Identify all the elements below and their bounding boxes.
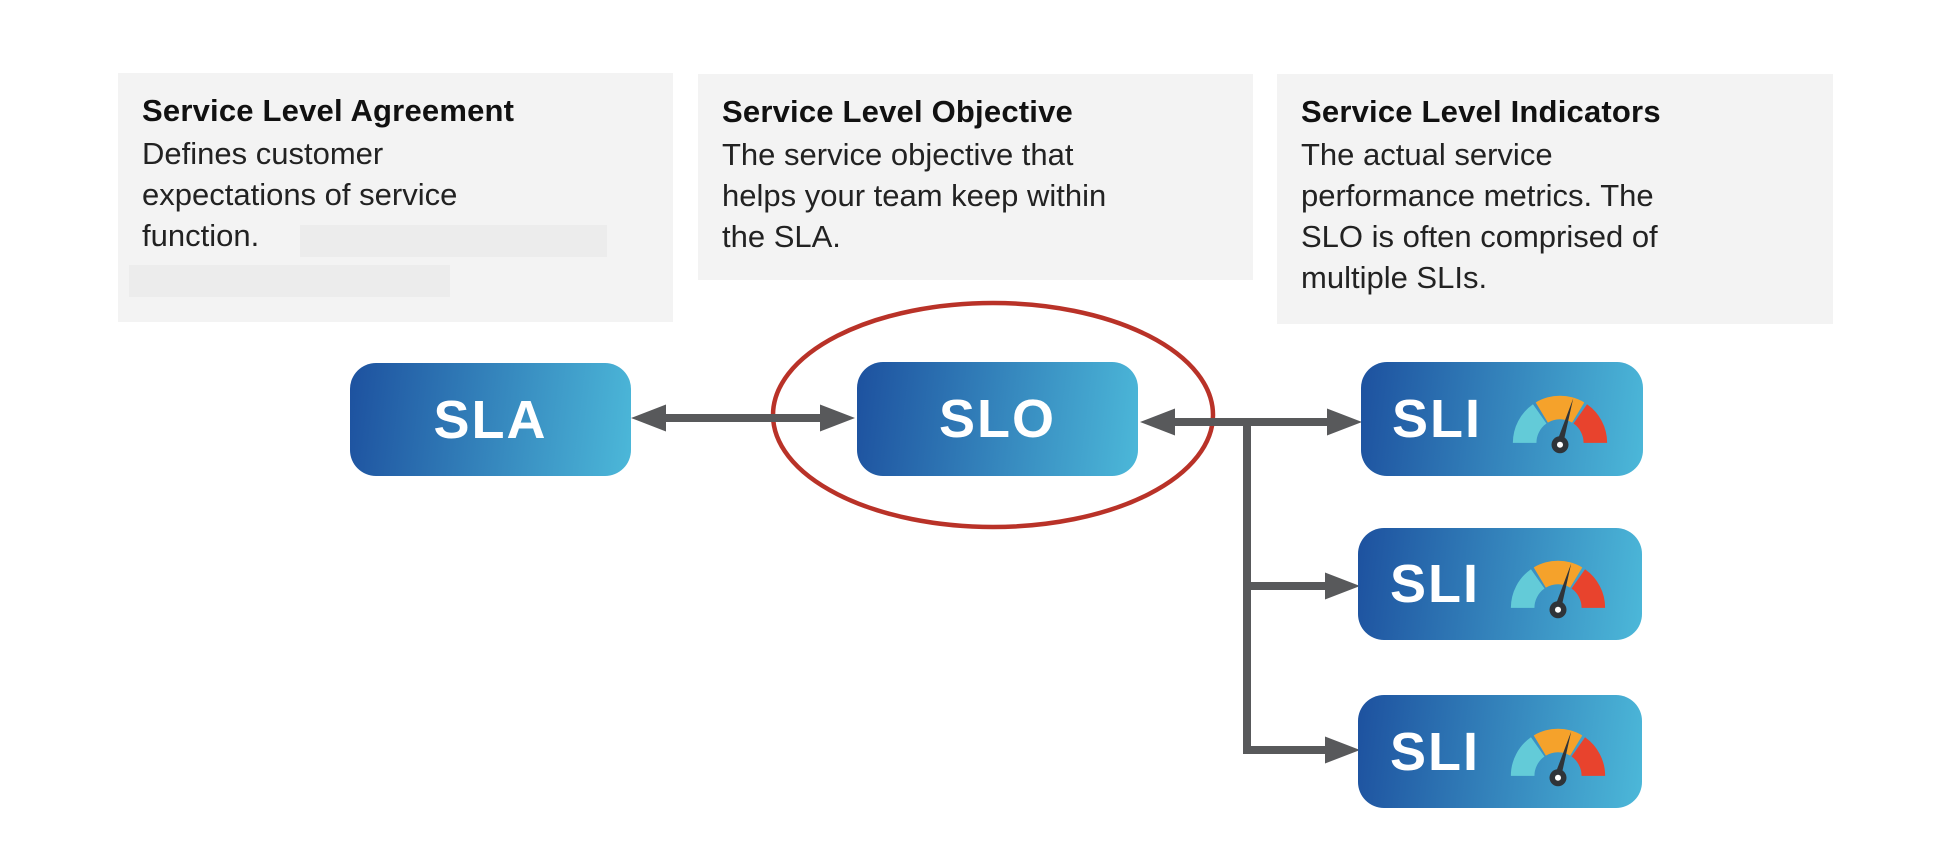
sli-card-line: SLO is often comprised of xyxy=(1301,219,1658,254)
slo-description-card: Service Level Objective The service obje… xyxy=(698,74,1253,280)
gauge-icon xyxy=(1512,395,1608,454)
gauge-needle xyxy=(1554,731,1572,777)
sli-card-line: multiple SLIs. xyxy=(1301,260,1488,295)
arrowhead-right-icon xyxy=(1327,408,1362,436)
sli-node-label: SLI xyxy=(1389,554,1480,614)
sli-node-1: SLI xyxy=(1361,362,1643,476)
gauge-segment-red xyxy=(1573,404,1608,443)
sla-description-card: Service Level Agreement Defines customer… xyxy=(118,73,673,322)
arrowhead-left-icon xyxy=(1140,408,1175,436)
redacted-text-area xyxy=(129,265,450,297)
sli-card-title: Service Level Indicators xyxy=(1301,94,1661,129)
sli-card-line: performance metrics. The xyxy=(1301,178,1654,213)
sli-node-3: SLI xyxy=(1358,695,1642,808)
sli-branch-trunk xyxy=(1243,418,1330,754)
gauge-segment-red xyxy=(1571,569,1606,608)
arrowhead-left-icon xyxy=(631,404,666,432)
gauge-hub-center xyxy=(1554,606,1562,613)
slo-node-label: SLO xyxy=(938,389,1056,449)
sla-node-label: SLA xyxy=(433,389,548,450)
sli-node-label: SLI xyxy=(1389,721,1480,782)
gauge-segment-teal xyxy=(1510,569,1545,608)
sla-node: SLA xyxy=(350,363,631,476)
gauge-hub-center xyxy=(1556,441,1564,448)
gauge-segment-red xyxy=(1571,736,1606,776)
sla-card-line: function. xyxy=(142,218,260,253)
gauge-hub-center xyxy=(1554,774,1562,781)
gauge-icon xyxy=(1510,560,1606,619)
arrowhead-right-icon xyxy=(1325,736,1360,764)
gauge-needle xyxy=(1554,563,1572,609)
arrowhead-right-icon xyxy=(1325,572,1360,600)
slo-card-title: Service Level Objective xyxy=(722,94,1073,129)
gauge-segment-teal xyxy=(1512,404,1547,443)
sli-node-label: SLI xyxy=(1391,389,1482,449)
gauge-icon xyxy=(1510,728,1606,786)
sli-node-2: SLI xyxy=(1358,528,1642,640)
sla-card-title: Service Level Agreement xyxy=(142,93,515,128)
gauge-segment-teal xyxy=(1510,736,1545,776)
sla-card-line: expectations of service xyxy=(142,177,458,212)
slo-card-line: the SLA. xyxy=(722,219,841,254)
gauge-needle xyxy=(1556,398,1574,444)
redacted-text-area xyxy=(300,225,607,257)
sla-card-line: Defines customer xyxy=(142,136,384,171)
slo-card-line: helps your team keep within xyxy=(722,178,1107,213)
arrowhead-right-icon xyxy=(820,404,855,432)
slo-card-line: The service objective that xyxy=(722,137,1074,172)
sli-card-line: The actual service xyxy=(1301,137,1553,172)
slo-node: SLO xyxy=(857,362,1138,476)
sli-description-card: Service Level Indicators The actual serv… xyxy=(1277,74,1833,324)
